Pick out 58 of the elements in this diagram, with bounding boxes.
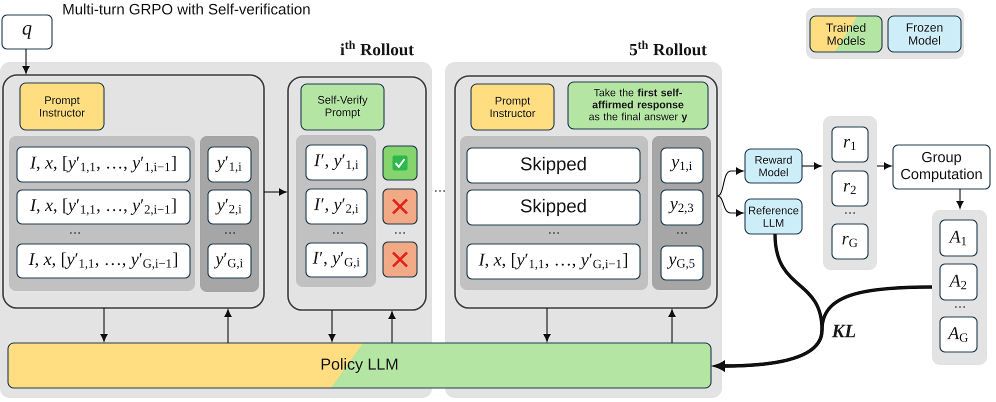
- legend-box: Trained Models: [809, 15, 883, 53]
- ellipsis: …: [333, 232, 343, 234]
- arrow: [264, 188, 287, 196]
- prompt-box: Prompt Instructor: [19, 82, 105, 131]
- reward-box: r$_{1}$: [831, 126, 869, 163]
- title: Multi-turn GRPO with Self-verification: [63, 4, 310, 14]
- arrow: [668, 309, 676, 343]
- reward-box: r$_{G}$: [831, 223, 869, 260]
- advantage-box: A$_{G}$: [939, 316, 978, 353]
- verify-box: I′, y′$_{2,i}$: [305, 188, 368, 225]
- arrow: [328, 310, 336, 342]
- response-box: y′$_{1,i}$: [207, 146, 252, 183]
- input-box: Skipped: [466, 147, 641, 184]
- model-box: Reward Model: [744, 148, 803, 184]
- edge-label: KL: [830, 324, 858, 338]
- arrow: [100, 308, 108, 342]
- advantage-box: A$_{2}$: [939, 263, 978, 301]
- advantage-box: A$_{1}$: [939, 219, 978, 257]
- panel-heading: 5$^{th}$ Rollout: [630, 40, 707, 56]
- legend-box: Frozen Model: [887, 15, 962, 53]
- arrow: [544, 308, 550, 342]
- input-box: I, x, [y′$_{1,1}$, …, y′$_{G,i−1}$]: [16, 243, 191, 279]
- response-box: y′$_{G,i}$: [207, 243, 252, 279]
- arrow: [22, 49, 30, 74]
- arrow: [224, 309, 232, 343]
- response-box: y$_{2,3}$: [660, 189, 704, 226]
- arrow: [877, 162, 892, 170]
- arrow: [956, 189, 964, 209]
- input-box: Skipped: [466, 189, 641, 226]
- ellipsis: …: [955, 306, 965, 308]
- ellipsis: …: [395, 232, 405, 234]
- instruction-box: Take the first self-affirmed response as the final answer y: [567, 81, 709, 130]
- ellipsis: …: [225, 232, 235, 234]
- arrow: [802, 162, 822, 170]
- ellipsis: …: [677, 232, 687, 234]
- arrow: [716, 168, 744, 197]
- ellipsis: …: [435, 190, 445, 192]
- prompt-box: Prompt Instructor: [470, 83, 555, 131]
- reward-box: r$_{2}$: [831, 170, 869, 207]
- ellipsis: …: [845, 212, 855, 214]
- ellipsis: …: [549, 232, 559, 234]
- process-box: Group Computation: [892, 144, 991, 190]
- verify-box: I′, y′$_{G,i}$: [305, 242, 368, 278]
- input-box: I, x, [y′$_{1,1}$, …, y′$_{2,i−1}$]: [16, 189, 191, 225]
- response-box: y′$_{2,i}$: [207, 189, 252, 225]
- arrow: [716, 195, 744, 216]
- model-bar: Policy LLM: [7, 342, 712, 389]
- verify-box: I′, y′$_{1,i}$: [305, 144, 368, 181]
- arrow: [388, 311, 396, 343]
- prompt-box: Self-Verify Prompt: [300, 83, 385, 131]
- query-box: q: [1, 14, 53, 50]
- response-box: y$_{G,5}$: [660, 245, 704, 281]
- panel-heading: i$^{th}$ Rollout: [340, 40, 414, 56]
- input-box: I, x, [y′$_{1,1}$, …, y′$_{G,i−1}$]: [466, 243, 641, 280]
- ellipsis: …: [70, 232, 80, 234]
- model-box: Reference LLM: [744, 198, 803, 235]
- input-box: I, x, [y′$_{1,1}$, …, y′$_{1,i−1}$]: [16, 146, 191, 183]
- response-box: y$_{1,i}$: [660, 147, 704, 184]
